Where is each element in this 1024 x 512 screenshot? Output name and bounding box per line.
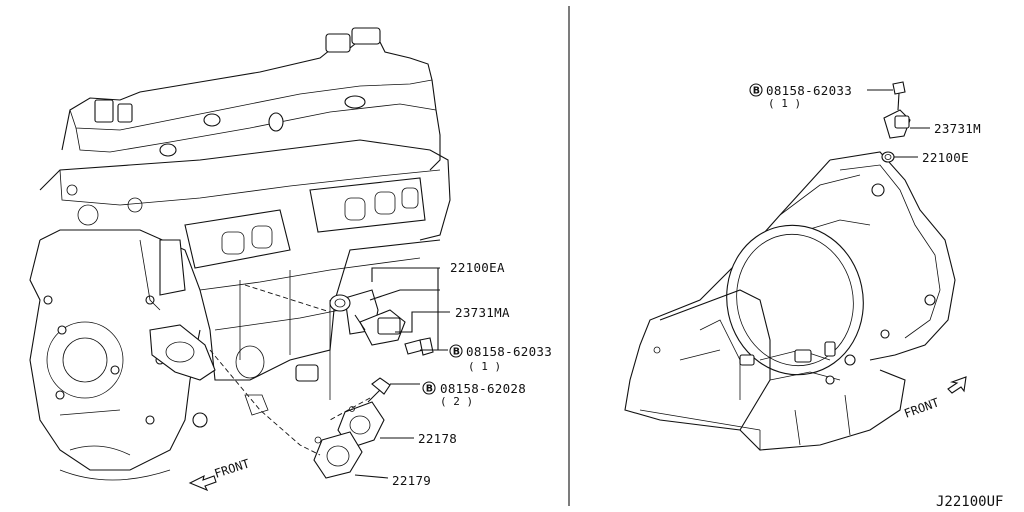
label-08158-62028-qty: ( 2 ) bbox=[440, 395, 473, 408]
bolt-marker-b-left: B bbox=[449, 344, 463, 358]
label-08158-62033-left: 08158-62033 bbox=[466, 344, 552, 359]
front-label-left: FRONT bbox=[213, 456, 252, 480]
label-22100ea: 22100EA bbox=[450, 260, 505, 275]
front-arrow-left: FRONT bbox=[188, 456, 252, 492]
bolt-marker-letter: B bbox=[453, 347, 460, 358]
bolt-marker-letter: B bbox=[426, 384, 433, 395]
diagram-code: J22100UF bbox=[936, 494, 1003, 510]
gasket-22179 bbox=[313, 431, 363, 479]
bolt-08158-62033-left bbox=[404, 337, 434, 356]
label-08158-62033-right: 08158-62033 bbox=[766, 83, 852, 98]
engine-drawing bbox=[29, 27, 451, 481]
label-08158-62028: 08158-62028 bbox=[440, 381, 526, 396]
sensor-assembly-right bbox=[881, 81, 911, 163]
label-22178: 22178 bbox=[418, 431, 457, 446]
sensor-assembly-left bbox=[329, 289, 406, 346]
label-22100e: 22100E bbox=[922, 150, 969, 165]
label-22179: 22179 bbox=[392, 473, 431, 488]
bolt-marker-letter: B bbox=[753, 86, 760, 97]
front-arrow-right: FRONT bbox=[902, 376, 967, 421]
bolt-marker-b-62028: B bbox=[422, 381, 436, 395]
front-label-right: FRONT bbox=[902, 395, 941, 421]
transmission-drawing bbox=[624, 151, 956, 451]
label-23731m: 23731M bbox=[934, 121, 981, 136]
label-23731ma: 23731MA bbox=[455, 305, 510, 320]
label-08158-62033-left-qty: ( 1 ) bbox=[468, 360, 501, 373]
label-08158-62033-right-qty: ( 1 ) bbox=[768, 97, 801, 110]
bolt-08158-62028 bbox=[367, 377, 391, 403]
bolt-marker-b-right: B bbox=[749, 83, 763, 97]
